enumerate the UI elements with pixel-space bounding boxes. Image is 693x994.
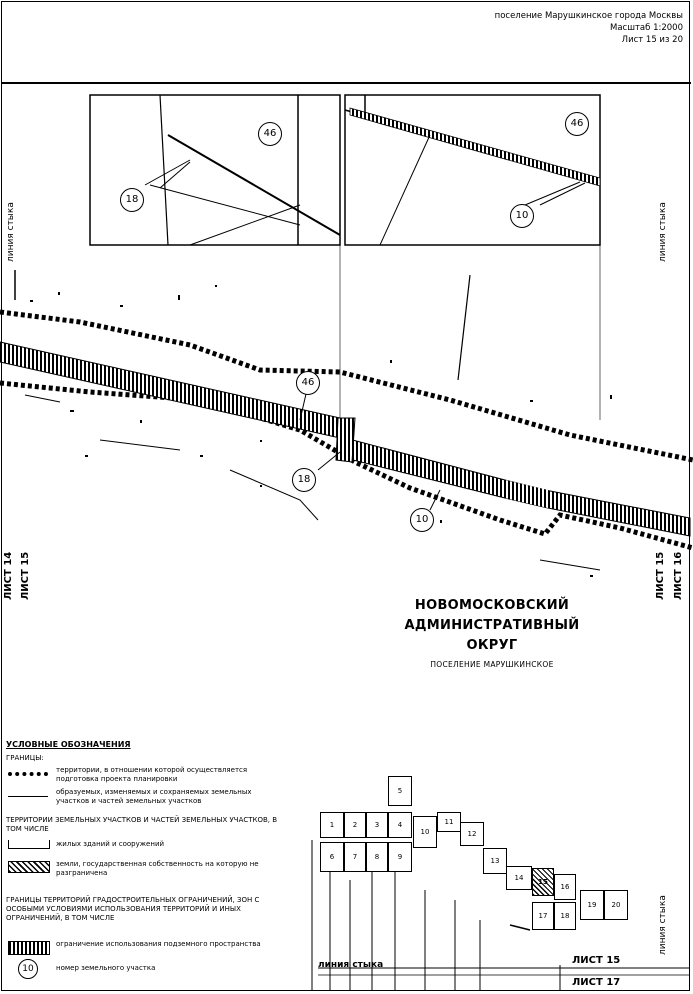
legend-symbol-vertical-hatch — [6, 940, 56, 955]
parcel-strip — [0, 341, 691, 537]
title-block: поселение Марушкинское города Москвы Мас… — [495, 10, 683, 46]
district-name: НОВОМОСКОВСКИЙ АДМИНИСТРАТИВНЫЙ ОКРУГ — [392, 596, 592, 656]
sheet-index-cell-11: 11 — [437, 812, 461, 832]
legend-item-state-land: земли, государственная собственность на … — [6, 860, 286, 878]
callout-leaders — [159, 161, 586, 511]
sheet-index-cell-20: 20 — [604, 890, 628, 920]
legend-item-planning: территории, в отношении которой осуществ… — [6, 766, 286, 784]
parcel-number-10-inset2: 10 — [510, 204, 534, 228]
sheet-index-cell-4: 4 — [388, 812, 412, 838]
parcel-number-46-inset2: 46 — [565, 112, 589, 136]
sheet-label-14: ЛИСТ 14 — [3, 551, 14, 600]
sheet-index-cell-5: 5 — [388, 776, 412, 806]
legend-title: УСЛОВНЫЕ ОБОЗНАЧЕНИЯ — [6, 740, 131, 749]
sheet-index-cell-19: 19 — [580, 890, 604, 920]
sheet-index-cell-3: 3 — [366, 812, 388, 838]
district-line-2: АДМИНИСТРАТИВНЫЙ — [404, 618, 580, 633]
join-line-right-bottom: линия стыка — [658, 895, 668, 955]
sheet-index-cell-17: 17 — [532, 902, 554, 930]
sheet-label-15-right: ЛИСТ 15 — [655, 551, 666, 600]
legend-symbol-box — [6, 840, 56, 854]
parcel-number-18-main: 18 — [292, 468, 316, 492]
sheet-index-cell-12: 12 — [460, 822, 484, 846]
sheet-index-cell-8: 8 — [366, 842, 388, 872]
sheet-label-15-bottom: ЛИСТ 15 — [572, 955, 621, 966]
title-scale: Масштаб 1:2000 — [609, 23, 683, 33]
sheet-index-cell-18: 18 — [554, 902, 576, 930]
parcel-number-46-inset: 46 — [258, 122, 282, 146]
district-line-3: ОКРУГ — [466, 638, 518, 653]
sheet-index-cell-15: 15 — [532, 868, 554, 896]
sheet-index-cell-7: 7 — [344, 842, 366, 872]
sheet-index-cell-13: 13 — [483, 848, 507, 874]
legend-restrictions-heading: ГРАНИЦЫ ТЕРРИТОРИЙ ГРАДОСТРОИТЕЛЬНЫХ ОГР… — [6, 896, 260, 922]
sheet-label-17-bottom: ЛИСТ 17 — [572, 977, 621, 988]
join-line-right: линия стыка — [658, 202, 668, 262]
sheet-index-cell-9: 9 — [388, 842, 412, 872]
legend-territories-heading: ТЕРРИТОРИИ ЗЕМЕЛЬНЫХ УЧАСТКОВ И ЧАСТЕЙ З… — [6, 816, 278, 833]
district-line-1: НОВОМОСКОВСКИЙ — [414, 598, 570, 613]
legend-item-underground: ограничение использования подземного про… — [6, 940, 286, 955]
legend-symbol-dotted — [6, 766, 56, 780]
sheet-label-15-left: ЛИСТ 15 — [20, 551, 31, 600]
title-settlement: поселение Марушкинское города Москвы — [494, 11, 683, 21]
inset-left — [89, 94, 341, 246]
parcel-number-18-inset: 18 — [120, 188, 144, 212]
sheet-index-cell-14: 14 — [506, 866, 532, 890]
legend: УСЛОВНЫЕ ОБОЗНАЧЕНИЯ ГРАНИЦЫ: территории… — [6, 736, 296, 988]
join-line-bottom: линия стыка — [318, 960, 384, 970]
map-speckles — [30, 285, 612, 577]
header-divider — [1, 82, 691, 84]
legend-item-residential: жилых зданий и сооружений — [6, 840, 286, 854]
sheet-index-map — [311, 840, 690, 990]
sheet-index-cell-10: 10 — [413, 816, 437, 848]
legend-item-parcels: образуемых, изменяемых и сохраняемых зем… — [6, 788, 286, 806]
legend-borders-heading: ГРАНИЦЫ: — [6, 754, 44, 762]
legend-symbol-circle: 10 — [6, 959, 56, 979]
sheet-index-cell-2: 2 — [344, 812, 366, 838]
legend-item-number: 10 номер земельного участка — [6, 959, 286, 979]
sheet-index-cell-6: 6 — [320, 842, 344, 872]
sheet-label-16: ЛИСТ 16 — [673, 551, 684, 600]
sheet-index-cell-16: 16 — [554, 874, 576, 900]
legend-symbol-diag-hatch — [6, 860, 56, 874]
legend-symbol-line — [6, 788, 56, 802]
settlement-name: ПОСЕЛЕНИЕ МАРУШКИНСКОЕ — [430, 660, 554, 669]
join-line-left: линия стыка — [6, 202, 16, 262]
title-sheet-number: Лист 15 из 20 — [621, 35, 683, 45]
map-linework — [14, 270, 601, 571]
sheet-index-cell-1: 1 — [320, 812, 344, 838]
parcel-number-10-main: 10 — [410, 508, 434, 532]
inset-right — [344, 94, 601, 246]
parcel-number-46-main: 46 — [296, 371, 320, 395]
